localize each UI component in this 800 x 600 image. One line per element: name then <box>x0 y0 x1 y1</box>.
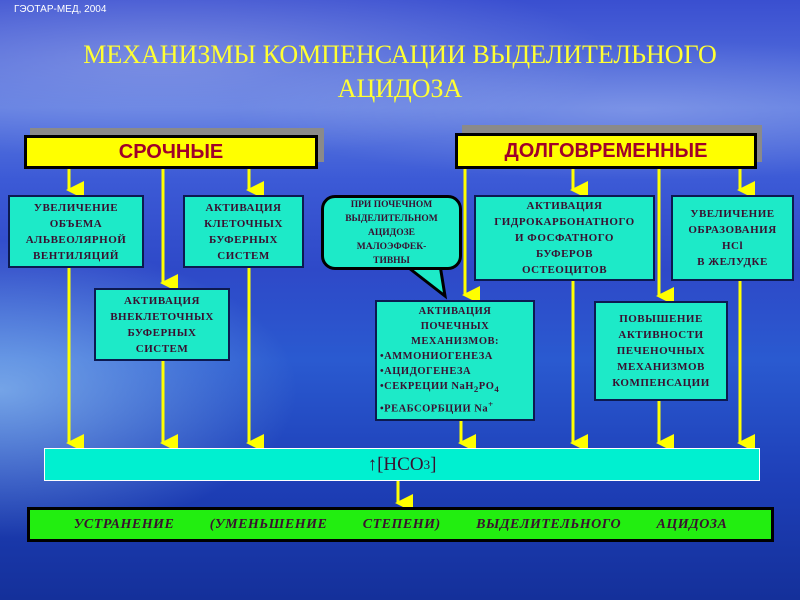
box-line: И ФОСФАТНОГО <box>515 232 614 244</box>
box-line: МЕХАНИЗМОВ <box>617 361 705 373</box>
result-word: АЦИДОЗА <box>656 516 728 532</box>
box-line: БУФЕРНЫХ <box>209 233 278 246</box>
box-gastric-hcl: УВЕЛИЧЕНИЕ ОБРАЗОВАНИЯ HCl В ЖЕЛУДКЕ <box>671 195 794 281</box>
subscript: 3 <box>423 456 431 472</box>
box-line: HCl <box>721 240 744 252</box>
result-word: ВЫДЕЛИТЕЛЬНОГО <box>476 516 622 532</box>
publisher-credit: ГЭОТАР-МЕД, 2004 <box>14 4 107 15</box>
list-item: •АЦИДОГЕНЕЗА <box>380 366 472 378</box>
box-line: АЛЬВЕОЛЯРНОЙ <box>25 233 127 246</box>
item-text: •РЕАБСОРБЦИИ Na <box>380 403 489 415</box>
box-line: БУФЕРНЫХ <box>127 326 197 339</box>
list-item: •РЕАБСОРБЦИИ Na+ <box>377 397 533 417</box>
box-osteocyte-buffers: АКТИВАЦИЯ ГИДРОКАРБОНАТНОГО И ФОСФАТНОГО БУ… <box>474 195 655 281</box>
callout-line: АЦИДОЗЕ <box>368 227 415 238</box>
box-renal-mechanisms: АКТИВАЦИЯ ПОЧЕЧНЫХ МЕХАНИЗМОВ: •АММОНИОГ… <box>375 300 535 421</box>
header-long-term: ДОЛГОВРЕМЕННЫЕ <box>455 133 757 169</box>
result-word: (УМЕНЬШЕНИЕ <box>209 516 328 532</box>
callout-line: ПРИ ПОЧЕЧНОМ <box>350 199 433 210</box>
header-urgent: СРОЧНЫЕ <box>24 135 318 169</box>
list-item: •СЕКРЕЦИИ NaH2PO4 <box>377 379 533 397</box>
slide-title-line1: МЕХАНИЗМЫ КОМПЕНСАЦИИ ВЫДЕЛИТЕЛЬНОГО <box>83 40 717 69</box>
item-text: •СЕКРЕЦИИ NaH <box>380 381 474 393</box>
box-line: КОМПЕНСАЦИИ <box>612 377 710 389</box>
box-alveolar-ventilation: УВЕЛИЧЕНИЕ ОБЪЕМА АЛЬВЕОЛЯРНОЙ ВЕНТИЛЯЦИЙ <box>8 195 144 268</box>
box-liver-mechanisms: ПОВЫШЕНИЕ АКТИВНОСТИ ПЕЧЕНОЧНЫХ МЕХАНИЗМОВ К… <box>594 301 728 401</box>
slide-title-line2: АЦИДОЗА <box>337 74 463 103</box>
box-line: ПОЧЕЧНЫХ <box>420 321 490 333</box>
box-line: ПОВЫШЕНИЕ <box>619 313 703 325</box>
box-line: БУФЕРОВ <box>536 248 593 260</box>
box-line: АКТИВАЦИЯ <box>526 200 603 212</box>
result-bar: УСТРАНЕНИЕ (УМЕНЬШЕНИЕ СТЕПЕНИ) ВЫДЕЛИТЕЛЬН… <box>27 507 774 542</box>
box-line: УВЕЛИЧЕНИЕ <box>690 208 775 220</box>
callout-line: ТИВНЫ <box>373 255 410 266</box>
box-line: ПЕЧЕНОЧНЫХ <box>616 345 706 357</box>
hco3-text: [HCO <box>377 453 424 475</box>
box-line: ОБРАЗОВАНИЯ <box>688 224 777 236</box>
box-line: АКТИВАЦИЯ <box>124 294 200 307</box>
box-line: КЛЕТОЧНЫХ <box>204 217 283 230</box>
box-extracellular-buffers: АКТИВАЦИЯ ВНЕКЛЕТОЧНЫХ БУФЕРНЫХ СИСТЕМ <box>94 288 230 361</box>
subscript: 4 <box>494 384 500 395</box>
box-line: ОБЪЕМА <box>49 217 103 230</box>
callout-ineffective: ПРИ ПОЧЕЧНОМ ВЫДЕЛИТЕЛЬНОМ АЦИДОЗЕ МАЛОЭФФЕ… <box>321 195 462 270</box>
box-line: МЕХАНИЗМОВ: <box>410 336 500 348</box>
item-text: PO <box>478 381 495 393</box>
result-word: УСТРАНЕНИЕ <box>73 516 175 532</box>
box-line: ОСТЕОЦИТОВ <box>521 264 608 276</box>
box-line: ВЕНТИЛЯЦИЙ <box>33 249 119 262</box>
box-line: УВЕЛИЧЕНИЕ <box>33 201 119 214</box>
callout-line: ВЫДЕЛИТЕЛЬНОМ <box>345 213 438 224</box>
superscript: + <box>488 399 494 410</box>
result-word: СТЕПЕНИ) <box>362 516 441 532</box>
box-line: СИСТЕМ <box>217 249 270 262</box>
box-line: СИСТЕМ <box>135 342 189 355</box>
box-line: ГИДРОКАРБОНАТНОГО <box>494 216 635 228</box>
up-arrow-icon: ↑ <box>367 453 378 475</box>
box-cellular-buffers: АКТИВАЦИЯ КЛЕТОЧНЫХ БУФЕРНЫХ СИСТЕМ <box>183 195 304 268</box>
list-item: •АММОНИОГЕНЕЗА <box>380 351 493 363</box>
box-line: АКТИВНОСТИ <box>618 329 704 341</box>
box-line: ВНЕКЛЕТОЧНЫХ <box>110 310 214 323</box>
box-line: В ЖЕЛУДКЕ <box>697 256 768 268</box>
subscript: 2 <box>473 384 479 395</box>
box-line: АКТИВАЦИЯ <box>418 306 492 318</box>
callout-line: МАЛОЭФФЕК- <box>356 241 427 252</box>
box-line: АКТИВАЦИЯ <box>205 201 282 214</box>
hco3-text: ] <box>430 453 437 475</box>
